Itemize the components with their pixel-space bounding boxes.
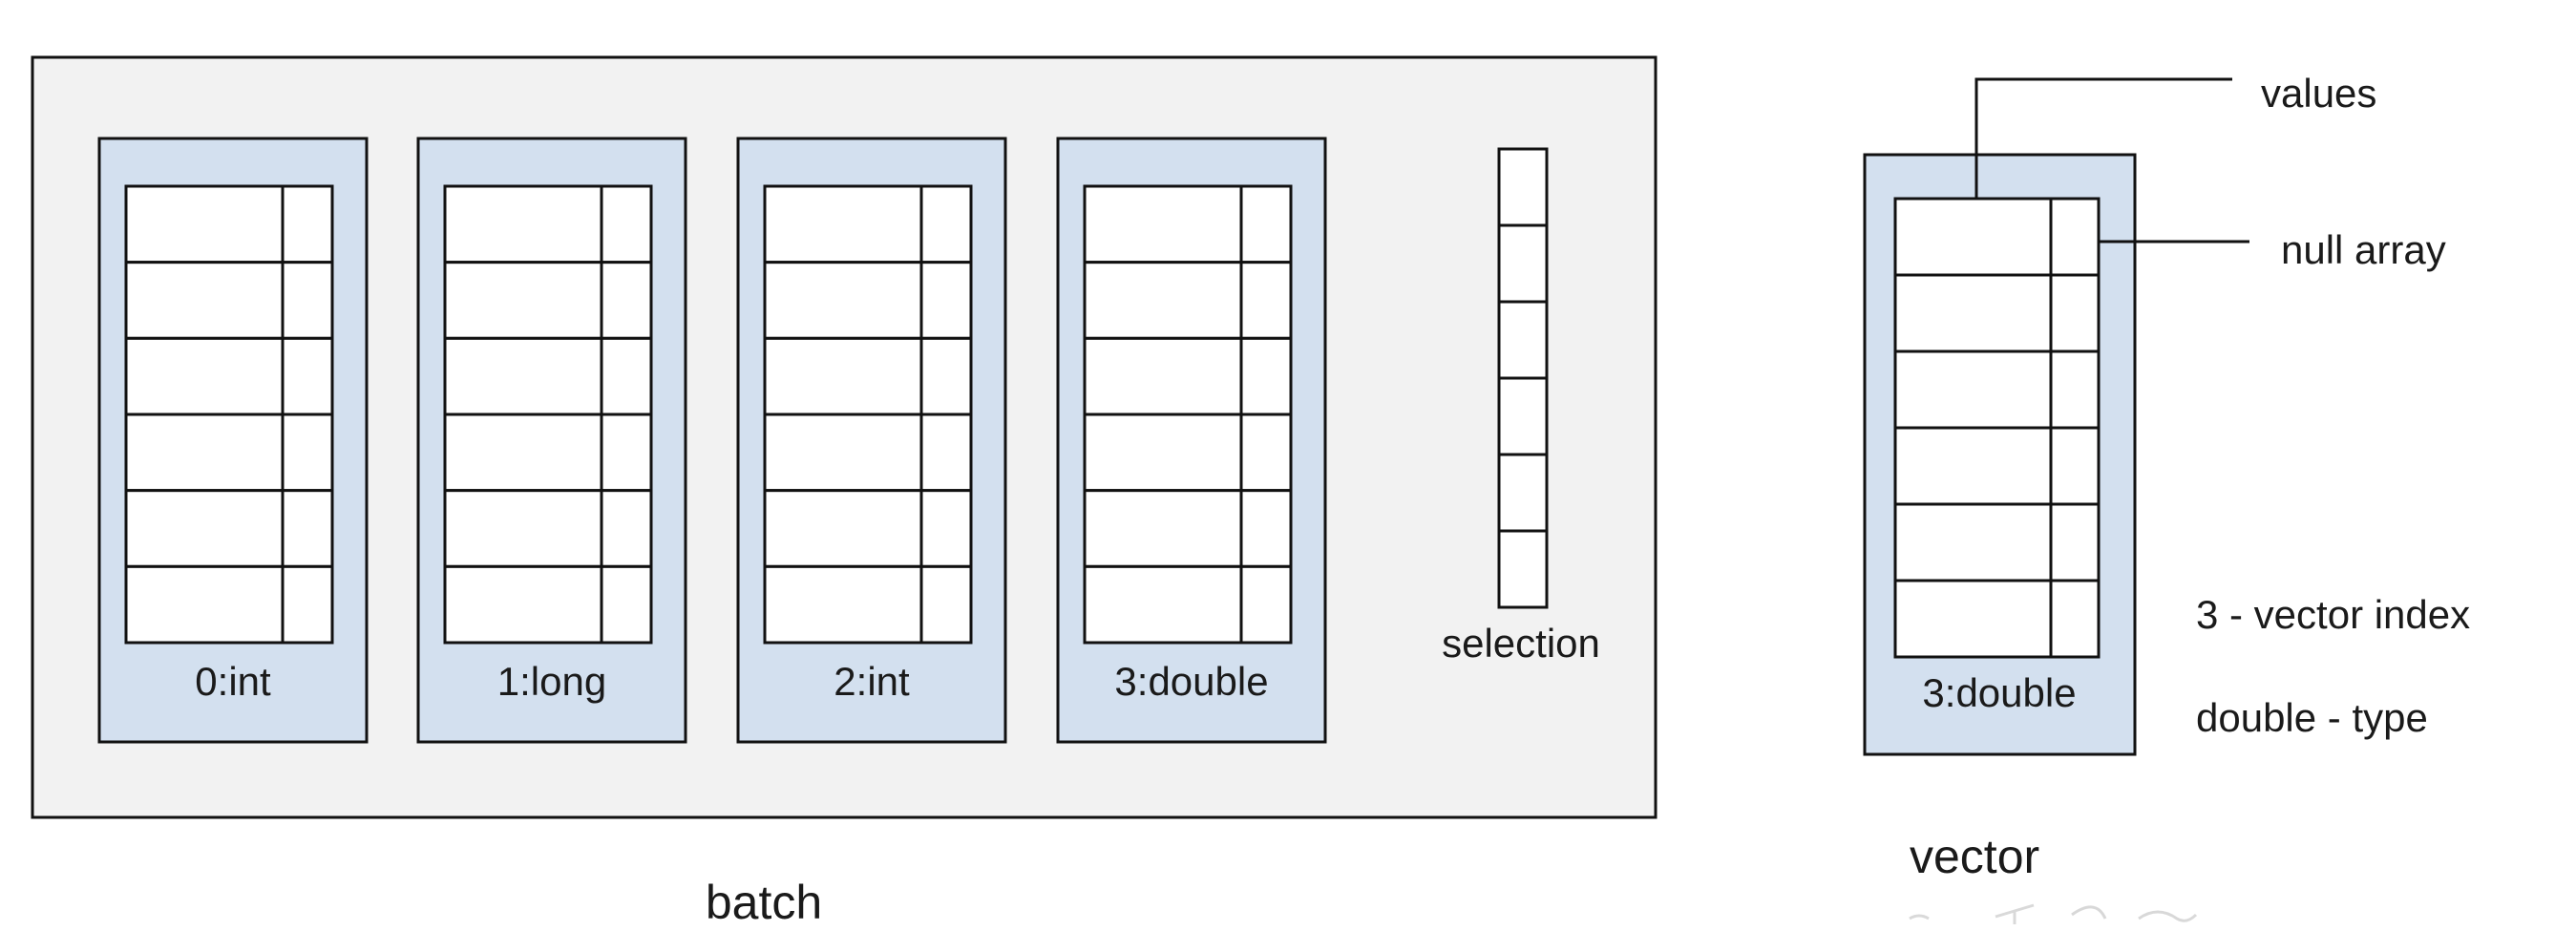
column-label: 2:int (834, 659, 910, 704)
selection-cell (1497, 223, 1549, 304)
value-cell (124, 489, 285, 568)
value-cell (763, 413, 923, 493)
column-cells (443, 184, 653, 645)
null-flag-cell (600, 261, 653, 340)
value-cell (443, 413, 603, 493)
value-cell (1893, 273, 2053, 353)
column-label: 3:double (1114, 659, 1268, 704)
null-flag-cell (2049, 197, 2101, 277)
watermark (1909, 903, 2198, 924)
null-flag-cell (2049, 579, 2101, 659)
null-flag-cell (919, 564, 973, 645)
value-cell (124, 413, 285, 493)
null-flag-cell (600, 184, 653, 264)
value-cell (443, 184, 603, 264)
null-flag-cell (281, 336, 334, 416)
null-flag-cell (281, 413, 334, 493)
batch-column-0: 0:int (97, 137, 369, 744)
value-cell (1893, 349, 2053, 430)
column-cells (124, 184, 334, 645)
null-flag-cell (600, 336, 653, 416)
value-cell (1083, 336, 1243, 416)
null-flag-cell (919, 489, 973, 568)
selection-cell (1497, 300, 1549, 380)
value-cell (443, 564, 603, 645)
column-cells (763, 184, 973, 645)
column-cells (1083, 184, 1293, 645)
value-cell (1893, 426, 2053, 506)
column-label: 0:int (195, 659, 271, 704)
null-flag-cell (1239, 336, 1293, 416)
vector-cells (1893, 197, 2101, 659)
value-cell (443, 489, 603, 568)
null-flag-cell (1239, 261, 1293, 340)
value-cell (1083, 489, 1243, 568)
null-flag-cell (281, 184, 334, 264)
selection-cell (1497, 376, 1549, 456)
value-cell (124, 261, 285, 340)
null-flag-cell (919, 413, 973, 493)
value-cell (124, 336, 285, 416)
value-cell (763, 336, 923, 416)
null-flag-cell (919, 184, 973, 264)
values-callout-label: values (2261, 71, 2376, 116)
batch-column-3: 3:double (1056, 137, 1327, 744)
value-cell (1893, 197, 2053, 277)
column-label: 1:long (497, 659, 606, 704)
vector-column-label: 3:double (1922, 670, 2076, 715)
batch-column-2: 2:int (736, 137, 1007, 744)
null-flag-cell (1239, 564, 1293, 645)
null-flag-cell (281, 564, 334, 645)
null-flag-cell (1239, 489, 1293, 568)
value-cell (1893, 502, 2053, 582)
null-flag-cell (600, 413, 653, 493)
selection-vector: selection (1442, 147, 1600, 666)
value-cell (763, 261, 923, 340)
null-flag-cell (1239, 184, 1293, 264)
type-note: double - type (2196, 695, 2428, 740)
null-flag-cell (600, 489, 653, 568)
null-flag-cell (2049, 502, 2101, 582)
null-flag-cell (281, 489, 334, 568)
value-cell (763, 564, 923, 645)
value-cell (1893, 579, 2053, 659)
value-cell (443, 261, 603, 340)
value-cell (1083, 261, 1243, 340)
null-flag-cell (2049, 349, 2101, 430)
null-flag-cell (919, 336, 973, 416)
null-flag-cell (919, 261, 973, 340)
null-flag-cell (2049, 273, 2101, 353)
null-flag-cell (281, 261, 334, 340)
null-array-callout-label: null array (2281, 227, 2446, 272)
value-cell (763, 489, 923, 568)
selection-cells (1497, 147, 1549, 609)
vector-detail: 3:double (1863, 153, 2137, 756)
vector-label: vector (1910, 830, 2039, 883)
null-flag-cell (600, 564, 653, 645)
batch-column-1: 1:long (416, 137, 687, 744)
selection-cell (1497, 453, 1549, 533)
value-cell (1083, 184, 1243, 264)
value-cell (1083, 413, 1243, 493)
vector-index-note: 3 - vector index (2196, 592, 2470, 637)
batch-label: batch (706, 876, 822, 926)
selection-cell (1497, 147, 1549, 227)
selection-label: selection (1442, 621, 1600, 666)
value-cell (124, 184, 285, 264)
value-cell (443, 336, 603, 416)
value-cell (124, 564, 285, 645)
selection-cell (1497, 529, 1549, 609)
null-flag-cell (2049, 426, 2101, 506)
values-callout-line (1974, 77, 2232, 199)
null-flag-cell (1239, 413, 1293, 493)
value-cell (1083, 564, 1243, 645)
value-cell (763, 184, 923, 264)
